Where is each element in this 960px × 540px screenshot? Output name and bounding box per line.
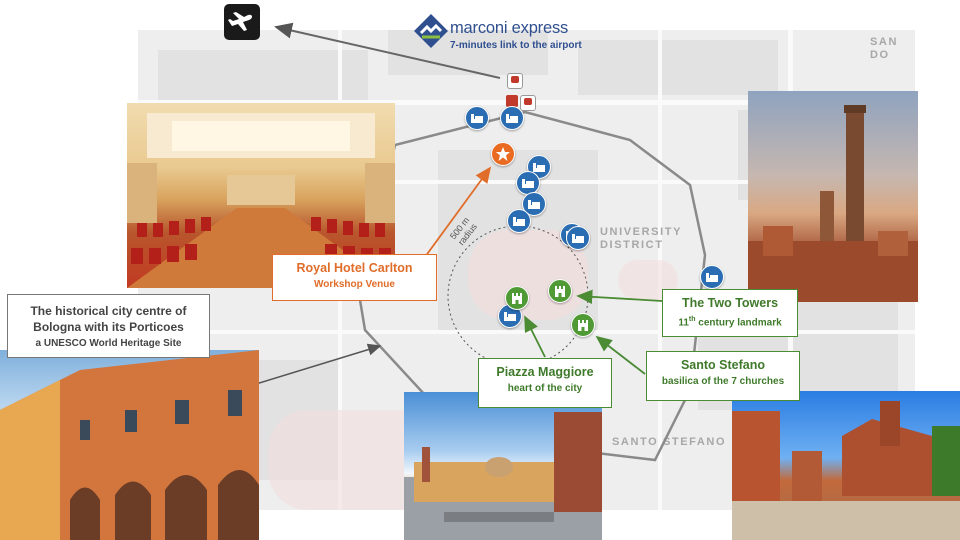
bed-icon (504, 312, 516, 321)
hotel-pin[interactable] (566, 226, 590, 250)
marconi-logo-icon (414, 14, 448, 48)
piazza-maggiore-illustration (404, 412, 602, 540)
santo-stefano-callout[interactable]: Santo Stefano basilica of the 7 churches (646, 351, 800, 401)
bed-icon (572, 234, 584, 243)
monument-pin-piazza-maggiore[interactable] (505, 286, 529, 310)
train-icon[interactable] (506, 95, 518, 107)
santo-stefano-illustration (732, 401, 960, 540)
piazza-maggiore-subtitle: heart of the city (507, 383, 583, 394)
two-towers-title: The Two Towers (681, 296, 779, 310)
bed-icon (528, 200, 540, 209)
district-label-santo-stefano: SANTO STEFANO (612, 436, 727, 448)
stefano-connector (595, 335, 646, 375)
historic-line1: The historical city centre of (30, 304, 187, 318)
santo-stefano-photo (732, 391, 960, 540)
piazza-maggiore-callout[interactable]: Piazza Maggiore heart of the city (478, 358, 612, 408)
airplane-icon[interactable] (224, 4, 260, 40)
hotel-pin[interactable] (507, 209, 531, 233)
castle-icon (578, 320, 588, 331)
bed-icon (522, 179, 534, 188)
piazza-maggiore-photo (404, 392, 602, 540)
bed-icon (506, 114, 518, 123)
brand-tagline: 7-minutes link to the airport (450, 40, 582, 51)
brand-name: marconi express (450, 19, 569, 37)
bed-icon (533, 163, 545, 172)
monument-pin-two-towers[interactable] (548, 279, 572, 303)
two-towers-photo (748, 91, 918, 302)
airport-connector (274, 22, 501, 79)
hotel-pin[interactable] (465, 106, 489, 130)
bed-icon (513, 217, 525, 226)
santo-stefano-title: Santo Stefano (680, 358, 766, 372)
train-icon[interactable] (507, 73, 523, 89)
castle-icon (512, 293, 522, 304)
marconi-express-logo[interactable]: marconi express 7-minutes link to the ai… (414, 12, 614, 60)
porticoes-illustration (0, 350, 259, 540)
maggiore-connector (524, 315, 546, 358)
hotel-pin[interactable] (500, 106, 524, 130)
two-towers-subtitle: 11th century landmark (663, 313, 797, 329)
porticoes-photo (0, 350, 259, 540)
venue-pin[interactable] (491, 142, 515, 166)
castle-icon (555, 286, 565, 297)
century-rest: century landmark (695, 317, 782, 329)
bed-icon (706, 273, 718, 282)
bed-icon (471, 114, 483, 123)
venue-title: Royal Hotel Carlton (296, 261, 413, 275)
star-icon (496, 147, 510, 161)
two-towers-callout[interactable]: The Two Towers 11th century landmark (662, 289, 798, 337)
historic-connector (255, 343, 382, 385)
century-number: 11 (678, 317, 689, 329)
historic-line3: a UNESCO World Heritage Site (35, 338, 182, 349)
historic-centre-callout[interactable]: The historical city centre of Bologna wi… (7, 294, 210, 358)
venue-connector (424, 166, 492, 258)
monument-pin-santo-stefano[interactable] (571, 313, 595, 337)
venue-subtitle: Workshop Venue (314, 279, 395, 290)
hotel-pin[interactable] (700, 265, 724, 289)
district-label-san-donato: SAN DO (870, 36, 899, 61)
piazza-maggiore-title: Piazza Maggiore (496, 365, 594, 379)
santo-stefano-subtitle: basilica of the 7 churches (661, 376, 785, 387)
century-suffix: th (688, 316, 696, 323)
train-icon[interactable] (520, 95, 536, 111)
two-towers-illustration (748, 105, 918, 302)
towers-connector (576, 289, 663, 305)
historic-line2: Bologna with its Porticoes (33, 320, 184, 334)
venue-callout[interactable]: Royal Hotel Carlton Workshop Venue (272, 254, 437, 301)
